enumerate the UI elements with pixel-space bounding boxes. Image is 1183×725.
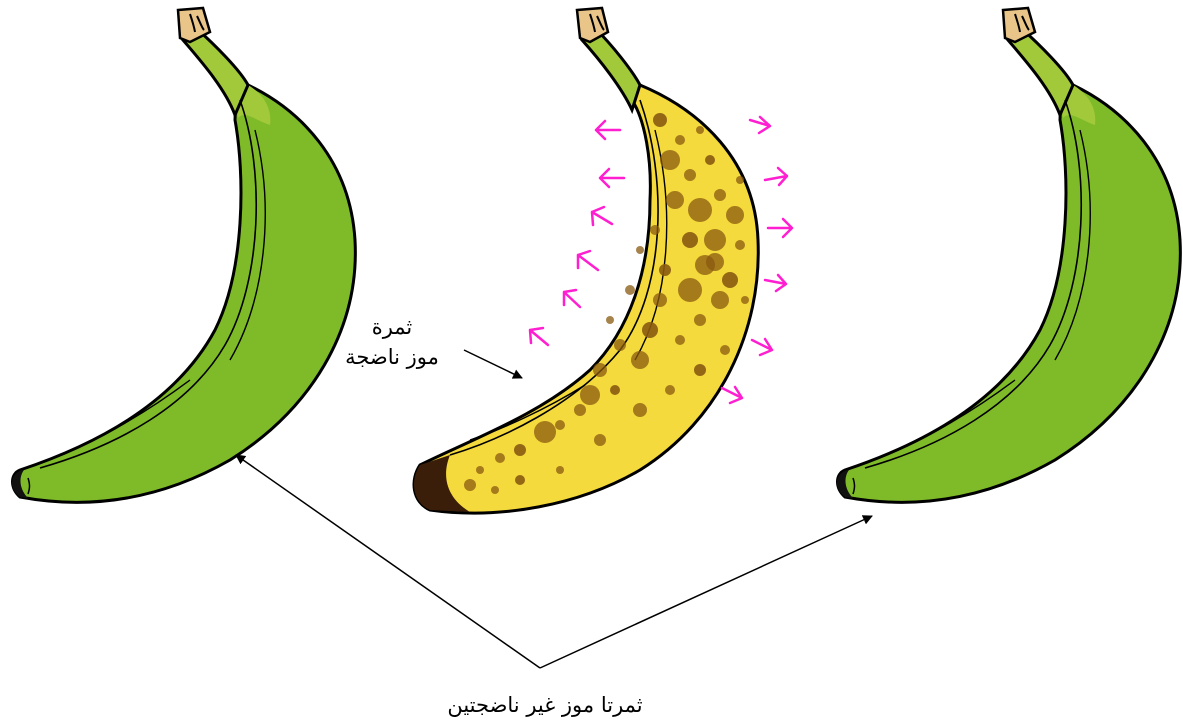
ripe-spot (736, 176, 744, 184)
ripe-spot (515, 475, 525, 485)
ethylene-arrow-icon (596, 121, 620, 139)
ripe-spot (464, 479, 476, 491)
ripe-spot (720, 345, 730, 355)
ripe-spot (659, 264, 671, 276)
ripe-spot (704, 229, 726, 251)
ripe-spot (514, 444, 526, 456)
ripe-spot (694, 364, 706, 376)
ripe-spot (714, 189, 726, 201)
ripe-spot (735, 240, 745, 250)
ethylene-arrow-icon (765, 275, 786, 291)
ripe-pointer-arrow (464, 350, 522, 378)
ripe-spot (594, 434, 606, 446)
ethylene-arrow-icon (765, 168, 787, 185)
ripe-spot (625, 285, 635, 295)
ethylene-arrow-icon (750, 117, 770, 133)
ripe-spot (610, 385, 620, 395)
ripe-spot (495, 453, 505, 463)
ripe-spot (574, 404, 586, 416)
ethylene-arrow-icon (564, 290, 580, 307)
ripe-spot (606, 316, 614, 324)
ripe-spot (642, 322, 658, 338)
ripe-spot (675, 335, 685, 345)
ripe-spot (696, 126, 704, 134)
ripe-spot (705, 155, 715, 165)
ripe-spot (682, 232, 698, 248)
ripe-spot (593, 363, 607, 377)
ripe-spot (660, 150, 680, 170)
ethylene-arrow-icon (530, 328, 548, 345)
ripe-spot (678, 278, 702, 302)
ripe-spot (684, 169, 696, 181)
ripe-spot (741, 296, 749, 304)
ripe-label-line1: ثمرة (322, 312, 462, 342)
ripe-spot (650, 225, 660, 235)
ripe-spot (722, 272, 738, 288)
unripe-banana-icon (837, 8, 1180, 502)
ethylene-arrow-icon (768, 219, 792, 237)
ripe-spot (556, 466, 564, 474)
ripe-spot (711, 291, 729, 309)
ripe-spot (726, 206, 744, 224)
ripe-spot (706, 253, 724, 271)
ripe-spot (666, 191, 684, 209)
ripe-spot (694, 314, 706, 326)
ethylene-arrow-icon (600, 169, 624, 187)
ripe-spot (675, 135, 685, 145)
ethylene-arrow-icon (722, 387, 742, 403)
ripe-banana-label: ثمرة موز ناضجة (322, 312, 462, 372)
ripe-spot (491, 486, 499, 494)
ripe-spot (614, 339, 626, 351)
ethylene-arrow-icon (752, 339, 772, 355)
unripe-bananas-label: ثمرتا موز غير ناضجتين (365, 690, 725, 720)
ripe-spot (580, 385, 600, 405)
ripe-spot (476, 466, 484, 474)
ripe-spot (534, 421, 556, 443)
ripe-spot (631, 351, 649, 369)
ripe-spot (636, 246, 644, 254)
unripe-pointer-arrow-right (540, 516, 872, 668)
ethylene-arrow-icon (578, 251, 598, 270)
ethylene-arrow-icon (592, 207, 612, 225)
ripe-spot (555, 420, 565, 430)
unripe-banana-icon (12, 8, 355, 502)
ripe-spot (633, 403, 647, 417)
ripe-label-line2: موز ناضجة (322, 342, 462, 372)
ripe-spot (665, 385, 675, 395)
ripe-spot (688, 198, 712, 222)
ripe-spot (653, 113, 667, 127)
ripe-spot (653, 293, 667, 307)
